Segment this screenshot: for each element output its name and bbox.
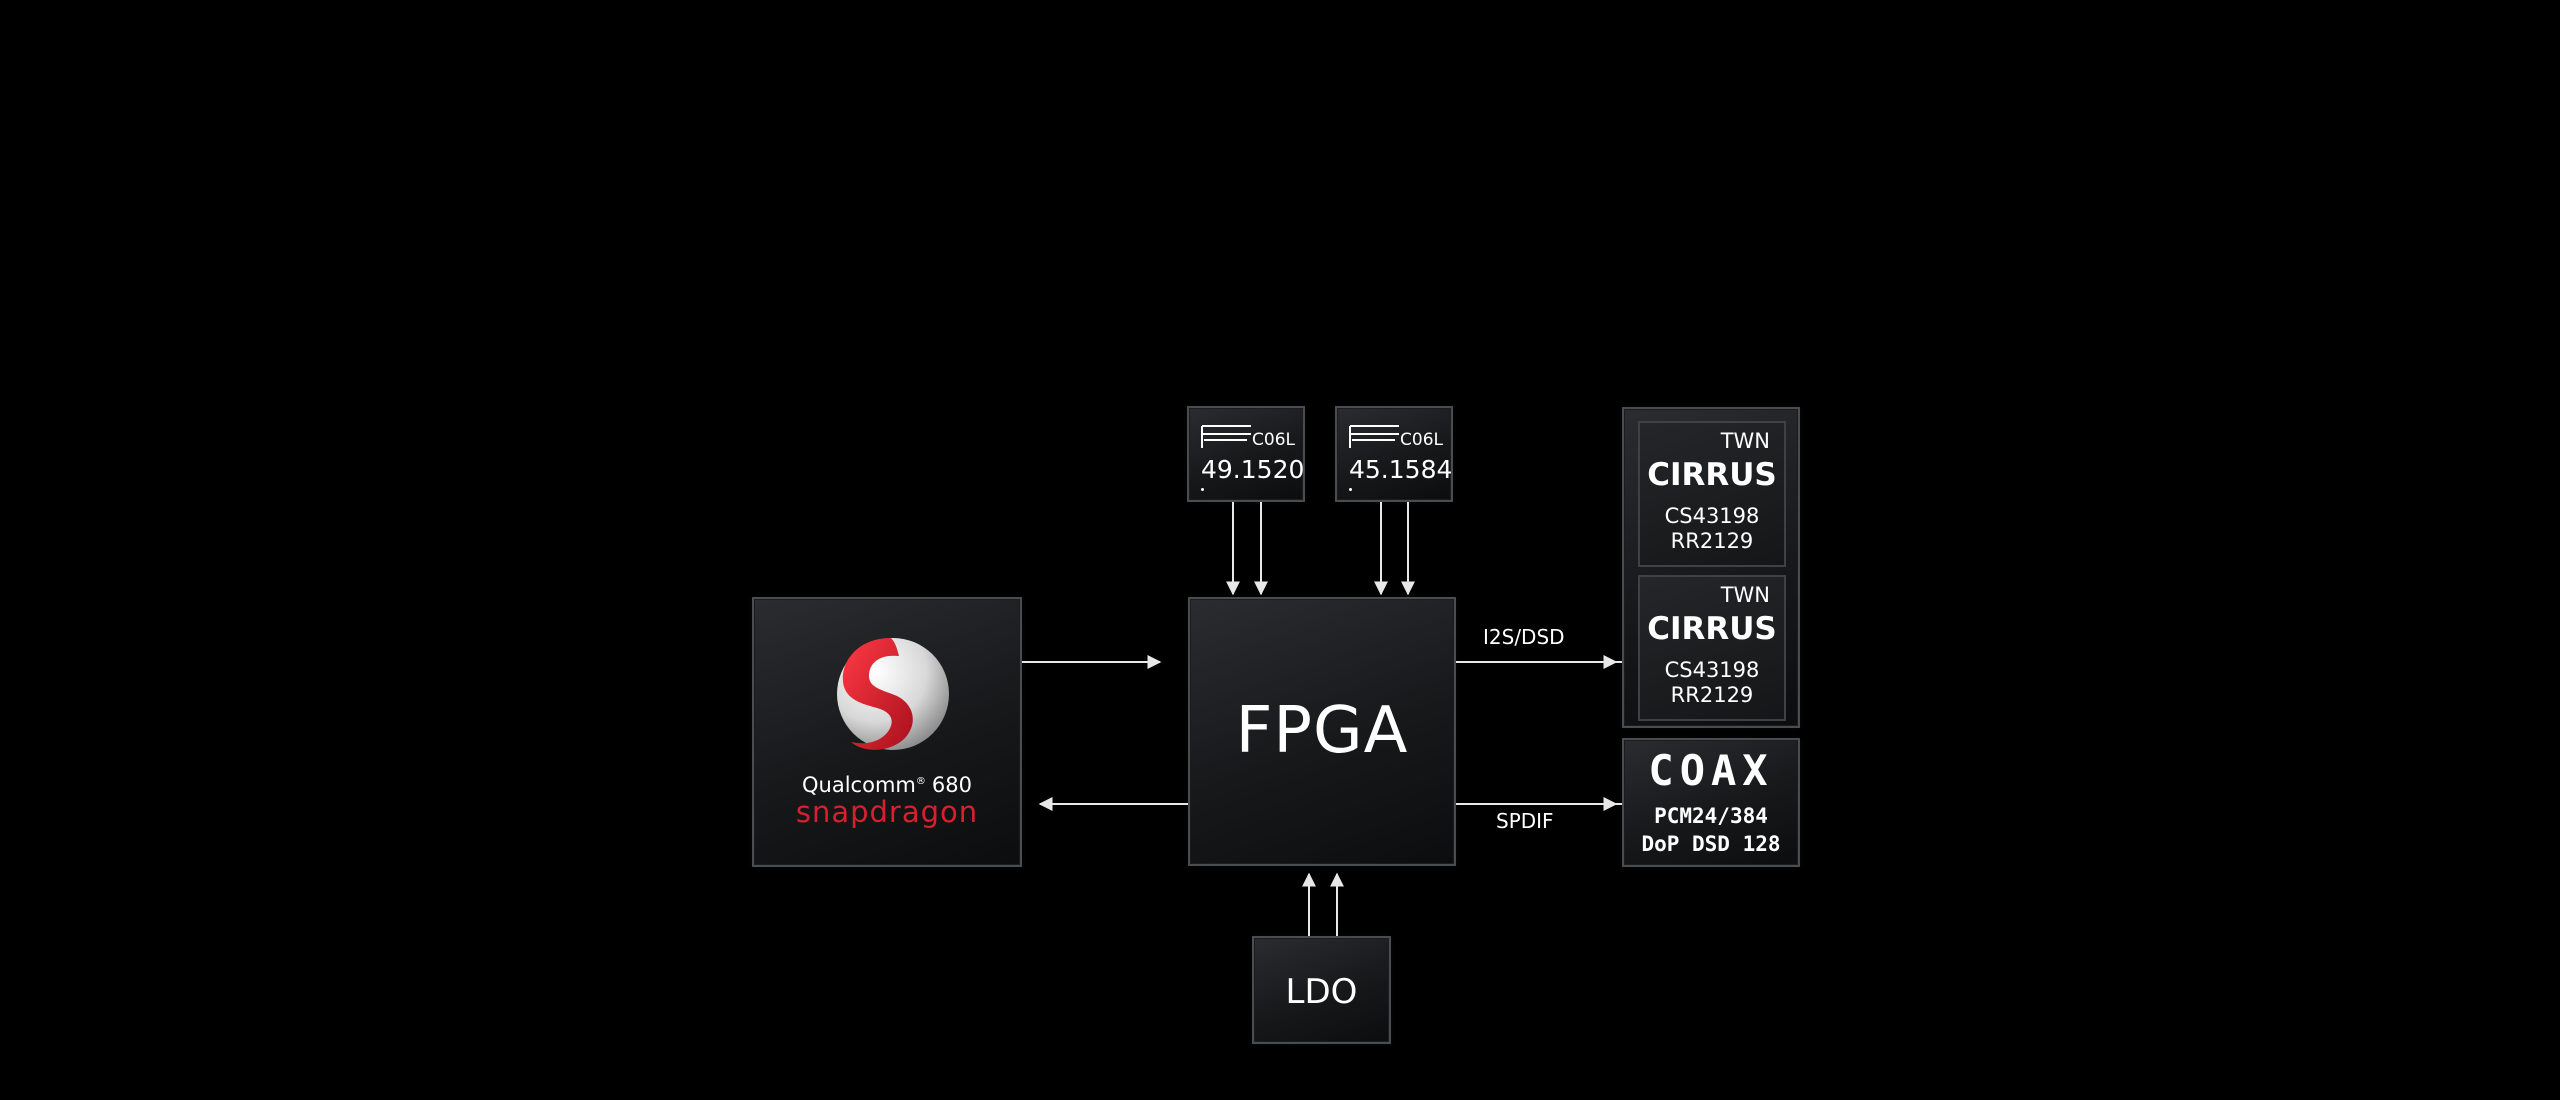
coax-module: COAX PCM24/384 DoP DSD 128 bbox=[1622, 738, 1800, 867]
dac-name: CIRRUS bbox=[1647, 611, 1777, 647]
qualcomm-text: Qualcomm bbox=[802, 773, 916, 797]
coax-format-pcm: PCM24/384 bbox=[1654, 804, 1768, 828]
oscillator-frequency: 45.1584 bbox=[1349, 455, 1453, 484]
pin1-dot bbox=[1349, 488, 1352, 491]
spdif-label: SPDIF bbox=[1496, 809, 1554, 833]
dac-part-number: CS43198 bbox=[1664, 504, 1760, 528]
dac-brand: TWN bbox=[1720, 429, 1770, 453]
oscillator-model: C06L bbox=[1400, 430, 1443, 450]
fpga-chip: FPGA bbox=[1188, 597, 1456, 866]
dac-chip-1: TWN CIRRUS CS43198 RR2129 bbox=[1638, 421, 1786, 567]
pin1-dot bbox=[1201, 488, 1204, 491]
coax-format-dsd: DoP DSD 128 bbox=[1641, 832, 1781, 856]
dac-brand: TWN bbox=[1720, 583, 1770, 607]
snapdragon-logo bbox=[837, 638, 949, 750]
crystal-logo-icon bbox=[1349, 425, 1399, 448]
dac-name: CIRRUS bbox=[1647, 457, 1777, 493]
oscillator-1: C06L 49.1520 bbox=[1187, 406, 1305, 502]
dac-module: TWN CIRRUS CS43198 RR2129 TWN CIRRUS CS4… bbox=[1622, 407, 1800, 728]
ldo-label: LDO bbox=[1285, 972, 1358, 1012]
snapdragon-text: snapdragon bbox=[795, 795, 979, 829]
soc-model: 680 bbox=[931, 773, 972, 797]
qualcomm-brand: Qualcomm®680 bbox=[802, 773, 972, 797]
i2s-dsd-label: I2S/DSD bbox=[1483, 625, 1565, 649]
dac-chip-2: TWN CIRRUS CS43198 RR2129 bbox=[1638, 575, 1786, 721]
dac-part-number: CS43198 bbox=[1664, 658, 1760, 682]
ldo-chip: LDO bbox=[1252, 936, 1391, 1044]
coax-title: COAX bbox=[1648, 746, 1774, 795]
dac-revision: RR2129 bbox=[1670, 683, 1754, 707]
crystal-logo-icon bbox=[1201, 425, 1251, 448]
oscillator-model: C06L bbox=[1252, 430, 1295, 450]
snapdragon-chip: Qualcomm®680 snapdragon bbox=[752, 597, 1022, 867]
fpga-label: FPGA bbox=[1235, 694, 1409, 768]
oscillator-frequency: 49.1520 bbox=[1201, 455, 1305, 484]
dac-revision: RR2129 bbox=[1670, 529, 1754, 553]
oscillator-2: C06L 45.1584 bbox=[1335, 406, 1453, 502]
